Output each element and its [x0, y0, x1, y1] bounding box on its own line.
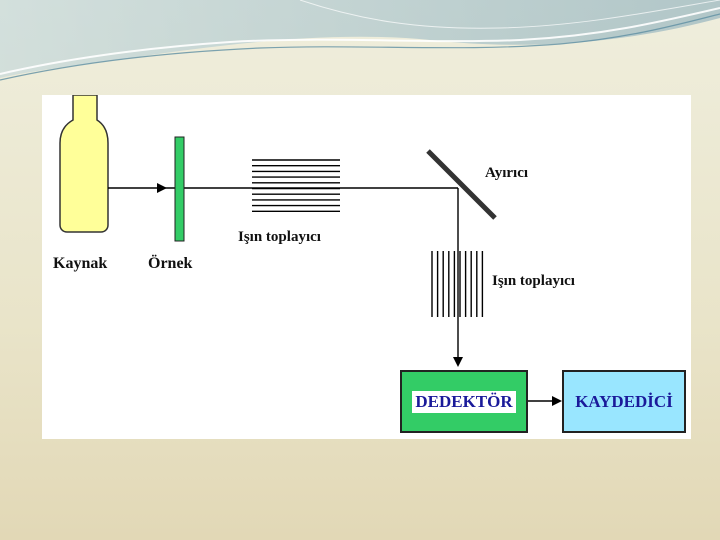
- label-collector-1: Işın toplayıcı: [238, 229, 321, 245]
- diagram-panel: Kaynak Örnek Işın toplayıcı Ayırıcı Işın…: [42, 95, 691, 439]
- beam-splitter: [426, 149, 497, 220]
- detector-label: DEDEKTÖR: [412, 390, 516, 413]
- label-splitter: Ayırıcı: [485, 165, 529, 181]
- beam-collector-1: [252, 159, 340, 213]
- detector-box: DEDEKTÖR: [400, 370, 528, 433]
- label-collector-2: Işın toplayıcı: [492, 273, 575, 289]
- beam-arrow-2: [453, 357, 463, 367]
- beam-arrow-1: [157, 183, 167, 193]
- recorder-label: KAYDEDİCİ: [575, 391, 673, 411]
- beam-collector-2: [431, 251, 484, 317]
- label-sample: Örnek: [148, 255, 193, 272]
- recorder-box: KAYDEDİCİ: [562, 370, 686, 433]
- spectrometer-diagram: [59, 95, 562, 406]
- output-arrow-head: [552, 396, 562, 406]
- source-lamp: [59, 95, 109, 233]
- background-wave: [0, 0, 720, 81]
- label-source: Kaynak: [53, 255, 108, 272]
- sample-plate: [174, 136, 185, 242]
